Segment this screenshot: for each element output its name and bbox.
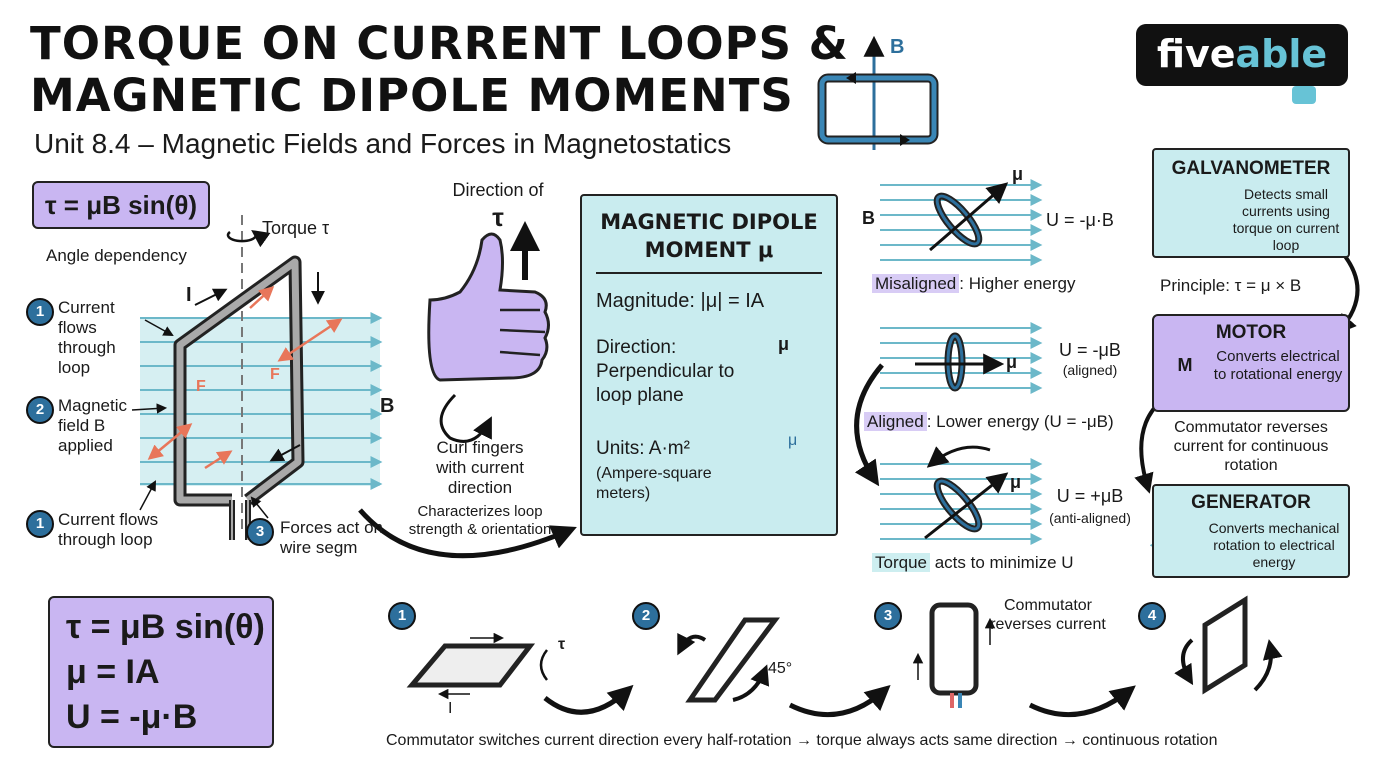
seq-commutator-note: Commutator reverses current <box>990 597 1106 633</box>
seq-badge-3: 3 <box>874 602 902 630</box>
torque-minimize-label: Torque acts to minimize U <box>872 553 1074 573</box>
torque-label: Torque τ <box>262 218 330 238</box>
galvanometer-title: GALVANOMETER <box>1171 158 1331 179</box>
seq-angle-label: 45° <box>768 660 793 677</box>
u-aligned: U = -μB <box>1059 340 1121 360</box>
direction-text: Direction: Perpendicular to loop plane <box>596 337 735 406</box>
generator-title: GENERATOR <box>1191 492 1311 513</box>
force-label-2: F <box>270 366 280 383</box>
step-badge-1: 1 <box>26 298 54 326</box>
sequence-loop-1 <box>406 632 549 700</box>
chat-bubble-icon <box>1292 86 1316 104</box>
galvanometer-box: GALVANOMETER Detects small currents usin… <box>1152 148 1350 258</box>
seq-badge-2: 2 <box>632 602 660 630</box>
sequence-loop-4 <box>1174 595 1283 695</box>
units-text: Units: A·m² <box>596 438 690 459</box>
motor-text: Converts electrical to rotational energy <box>1213 348 1343 383</box>
step-badge-3: 3 <box>246 518 274 546</box>
misaligned-label: Misaligned: Higher energy <box>872 274 1076 294</box>
mu-label-mis: μ <box>1012 164 1024 184</box>
b-field-label: B <box>380 395 395 417</box>
generator-text: Converts mechanical rotation to electric… <box>1208 520 1340 570</box>
seq-i-label: I <box>448 700 453 717</box>
sequence-loop-3 <box>912 602 996 708</box>
characterizes-label: Characterizes loop strength & orientatio… <box>408 503 552 538</box>
step-2-text: Magnetic field B applied <box>58 396 127 455</box>
aligned-label: Aligned: Lower energy (U = -μB) <box>864 412 1114 432</box>
energy-field-lines <box>854 179 1043 545</box>
loop-b-field-icon <box>817 35 939 150</box>
sequence-caption: Commutator switches current direction ev… <box>386 732 1218 749</box>
u-anti: U = +μB <box>1056 486 1124 506</box>
formula-torque: τ = μB sin(θ) <box>66 608 265 646</box>
top-b-label: B <box>890 36 905 58</box>
formula-mu: μ = IA <box>66 653 160 691</box>
torque-curl-icon <box>226 229 271 248</box>
step-1-text: Current flows through loop <box>58 298 116 377</box>
energy-b-label: B <box>862 208 875 228</box>
motor-icon-letter: M <box>1177 355 1193 375</box>
u-aligned-sub: (aligned) <box>1062 362 1118 378</box>
mu-label-al: μ <box>1006 352 1018 372</box>
u-misaligned: U = -μ·B <box>1046 210 1114 230</box>
motor-title: MOTOR <box>1215 322 1287 343</box>
page-subtitle: Unit 8.4 – Magnetic Fields and Forces in… <box>34 128 732 159</box>
step-3-text: Forces act on wire segm <box>280 518 383 557</box>
torque-formula-box: τ = μB sin(θ) <box>32 181 210 229</box>
seq-tau-label: τ <box>558 636 566 653</box>
principle-label: Principle: τ = μ × B <box>1160 276 1302 295</box>
mu-label-1: μ <box>778 334 790 354</box>
step-1b-text: Current flows through loop <box>58 510 159 549</box>
sequence-arrows <box>543 684 1136 718</box>
flow-arrow-to-dipole <box>358 508 577 559</box>
curl-fingers-label: Curl fingers with current direction <box>436 438 524 497</box>
u-anti-sub: (anti-aligned) <box>1049 510 1131 526</box>
units-sub-text: (Ampere-square meters) <box>596 465 712 502</box>
force-label-1: F <box>196 378 206 395</box>
summary-formulas-box: τ = μB sin(θ) μ = IA U = -μ·B <box>48 596 274 748</box>
force-arrows <box>131 272 343 519</box>
tau-symbol: τ <box>492 202 504 232</box>
dipole-divider <box>596 272 822 274</box>
magnitude-text: Magnitude: |μ| = IA <box>596 290 765 312</box>
page-title: TORQUE ON CURRENT LOOPS & MAGNETIC DIPOL… <box>30 17 849 122</box>
current-loop-drawing <box>173 255 305 540</box>
step-badge-2: 2 <box>26 396 54 424</box>
step-badge-1b: 1 <box>26 510 54 538</box>
seq-badge-4: 4 <box>1138 602 1166 630</box>
commutator-label: Commutator reverses current for continuo… <box>1173 419 1329 474</box>
galvanometer-text: Detects small currents using torque on c… <box>1232 186 1340 253</box>
motor-box: MOTOR Converts electrical to rotational … <box>1152 314 1350 412</box>
direction-of-label: Direction of <box>452 180 544 200</box>
mu-label-2: μ <box>788 432 798 449</box>
right-hand-rule-icon <box>427 221 550 443</box>
sequence-loop-2 <box>677 617 780 703</box>
generator-box: GENERATOR Converts mechanical rotation t… <box>1152 484 1350 578</box>
formula-energy: U = -μ·B <box>66 698 198 736</box>
seq-badge-1: 1 <box>388 602 416 630</box>
mu-label-anti: μ <box>1010 472 1022 492</box>
angle-dependency-label: Angle dependency <box>46 246 187 265</box>
fiveable-logo: fiveable <box>1136 24 1348 86</box>
current-i-label: I <box>186 284 192 306</box>
